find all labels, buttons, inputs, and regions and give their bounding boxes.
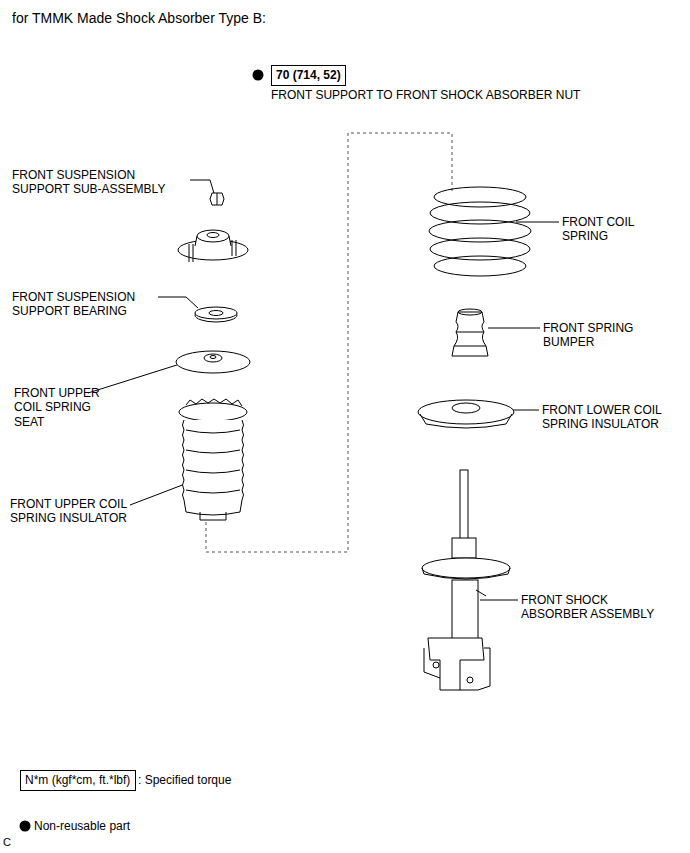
box-text: N*m (kgf*cm, ft.*lbf) bbox=[25, 773, 131, 787]
box-text: 70 (714, 52) bbox=[276, 68, 341, 82]
non-reusable-dot bbox=[20, 821, 31, 832]
part-name: FRONT SHOCK ABSORBER ASSEMBLY bbox=[521, 593, 666, 622]
non-reusable-dot bbox=[253, 70, 264, 81]
legend-text: : Specified torque bbox=[138, 773, 231, 787]
diagram-title: for TMMK Made Shock Absorber Type B: bbox=[12, 10, 266, 27]
part-name: FRONT SUSPENSION SUPPORT SUB-ASSEMBLY bbox=[12, 168, 187, 197]
part-name: FRONT UPPER COIL SPRING INSULATOR bbox=[10, 497, 150, 526]
part-name: FRONT SUPPORT TO FRONT SHOCK ABSORBER NU… bbox=[271, 88, 580, 102]
part-name: FRONT UPPER COIL SPRING SEAT bbox=[14, 386, 114, 429]
part-name: FRONT SPRING BUMPER bbox=[543, 321, 653, 350]
part-name: FRONT LOWER COIL SPRING INSULATOR bbox=[542, 403, 684, 432]
part-name: FRONT SUSPENSION SUPPORT BEARING bbox=[12, 290, 162, 319]
part-name: FRONT COIL SPRING bbox=[562, 215, 662, 244]
legend-text: Non-reusable part bbox=[34, 819, 130, 833]
torque-legend-box: N*m (kgf*cm, ft.*lbf) bbox=[20, 770, 136, 791]
torque-box: 70 (714, 52) bbox=[271, 65, 346, 86]
figure-code: C bbox=[3, 836, 11, 849]
